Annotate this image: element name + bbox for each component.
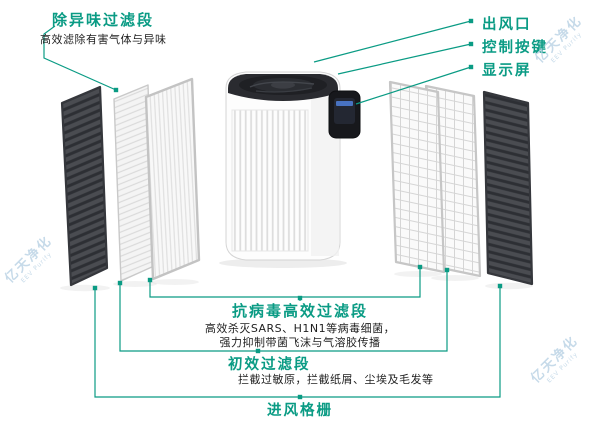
purifier-body [225, 71, 361, 261]
odor-filter-desc: 高效滤除有害气体与异味 [40, 33, 167, 46]
inlet-grille-label: 进风格栅 [267, 403, 333, 419]
control-buttons-label: 控制按键 [482, 40, 548, 56]
left-primary-filter-panel [113, 84, 155, 282]
left-inlet-grille-panel [60, 85, 109, 287]
callout-markers [92, 18, 503, 400]
display-screen-label: 显示屏 [482, 63, 532, 79]
antivirus-filter-desc-line1: 高效杀灭SARS、H1N1等病毒细菌， [204, 322, 396, 335]
primary-filter-label: 初效过滤段 [228, 357, 311, 373]
left-hepa-filter-panel [144, 77, 201, 281]
air-outlet-label: 出风口 [482, 17, 532, 33]
right-inlet-grille-panel [482, 90, 534, 286]
front-louvers [231, 109, 309, 252]
odor-filter-label: 除异味过滤段 [52, 11, 155, 29]
primary-filter-desc: 拦截过敏原，拦截纸屑、尘埃及毛发等 [238, 373, 434, 386]
antivirus-filter-desc-line2: 强力抑制带菌飞沫与气溶胶传播 [219, 336, 381, 349]
right-hepa-filter-panel [388, 80, 446, 274]
top-fan-outlet [228, 74, 338, 101]
callout-connector-lines [43, 20, 501, 398]
antivirus-filter-label: 抗病毒高效过滤段 [231, 302, 368, 320]
display-screen-panel [328, 90, 361, 139]
